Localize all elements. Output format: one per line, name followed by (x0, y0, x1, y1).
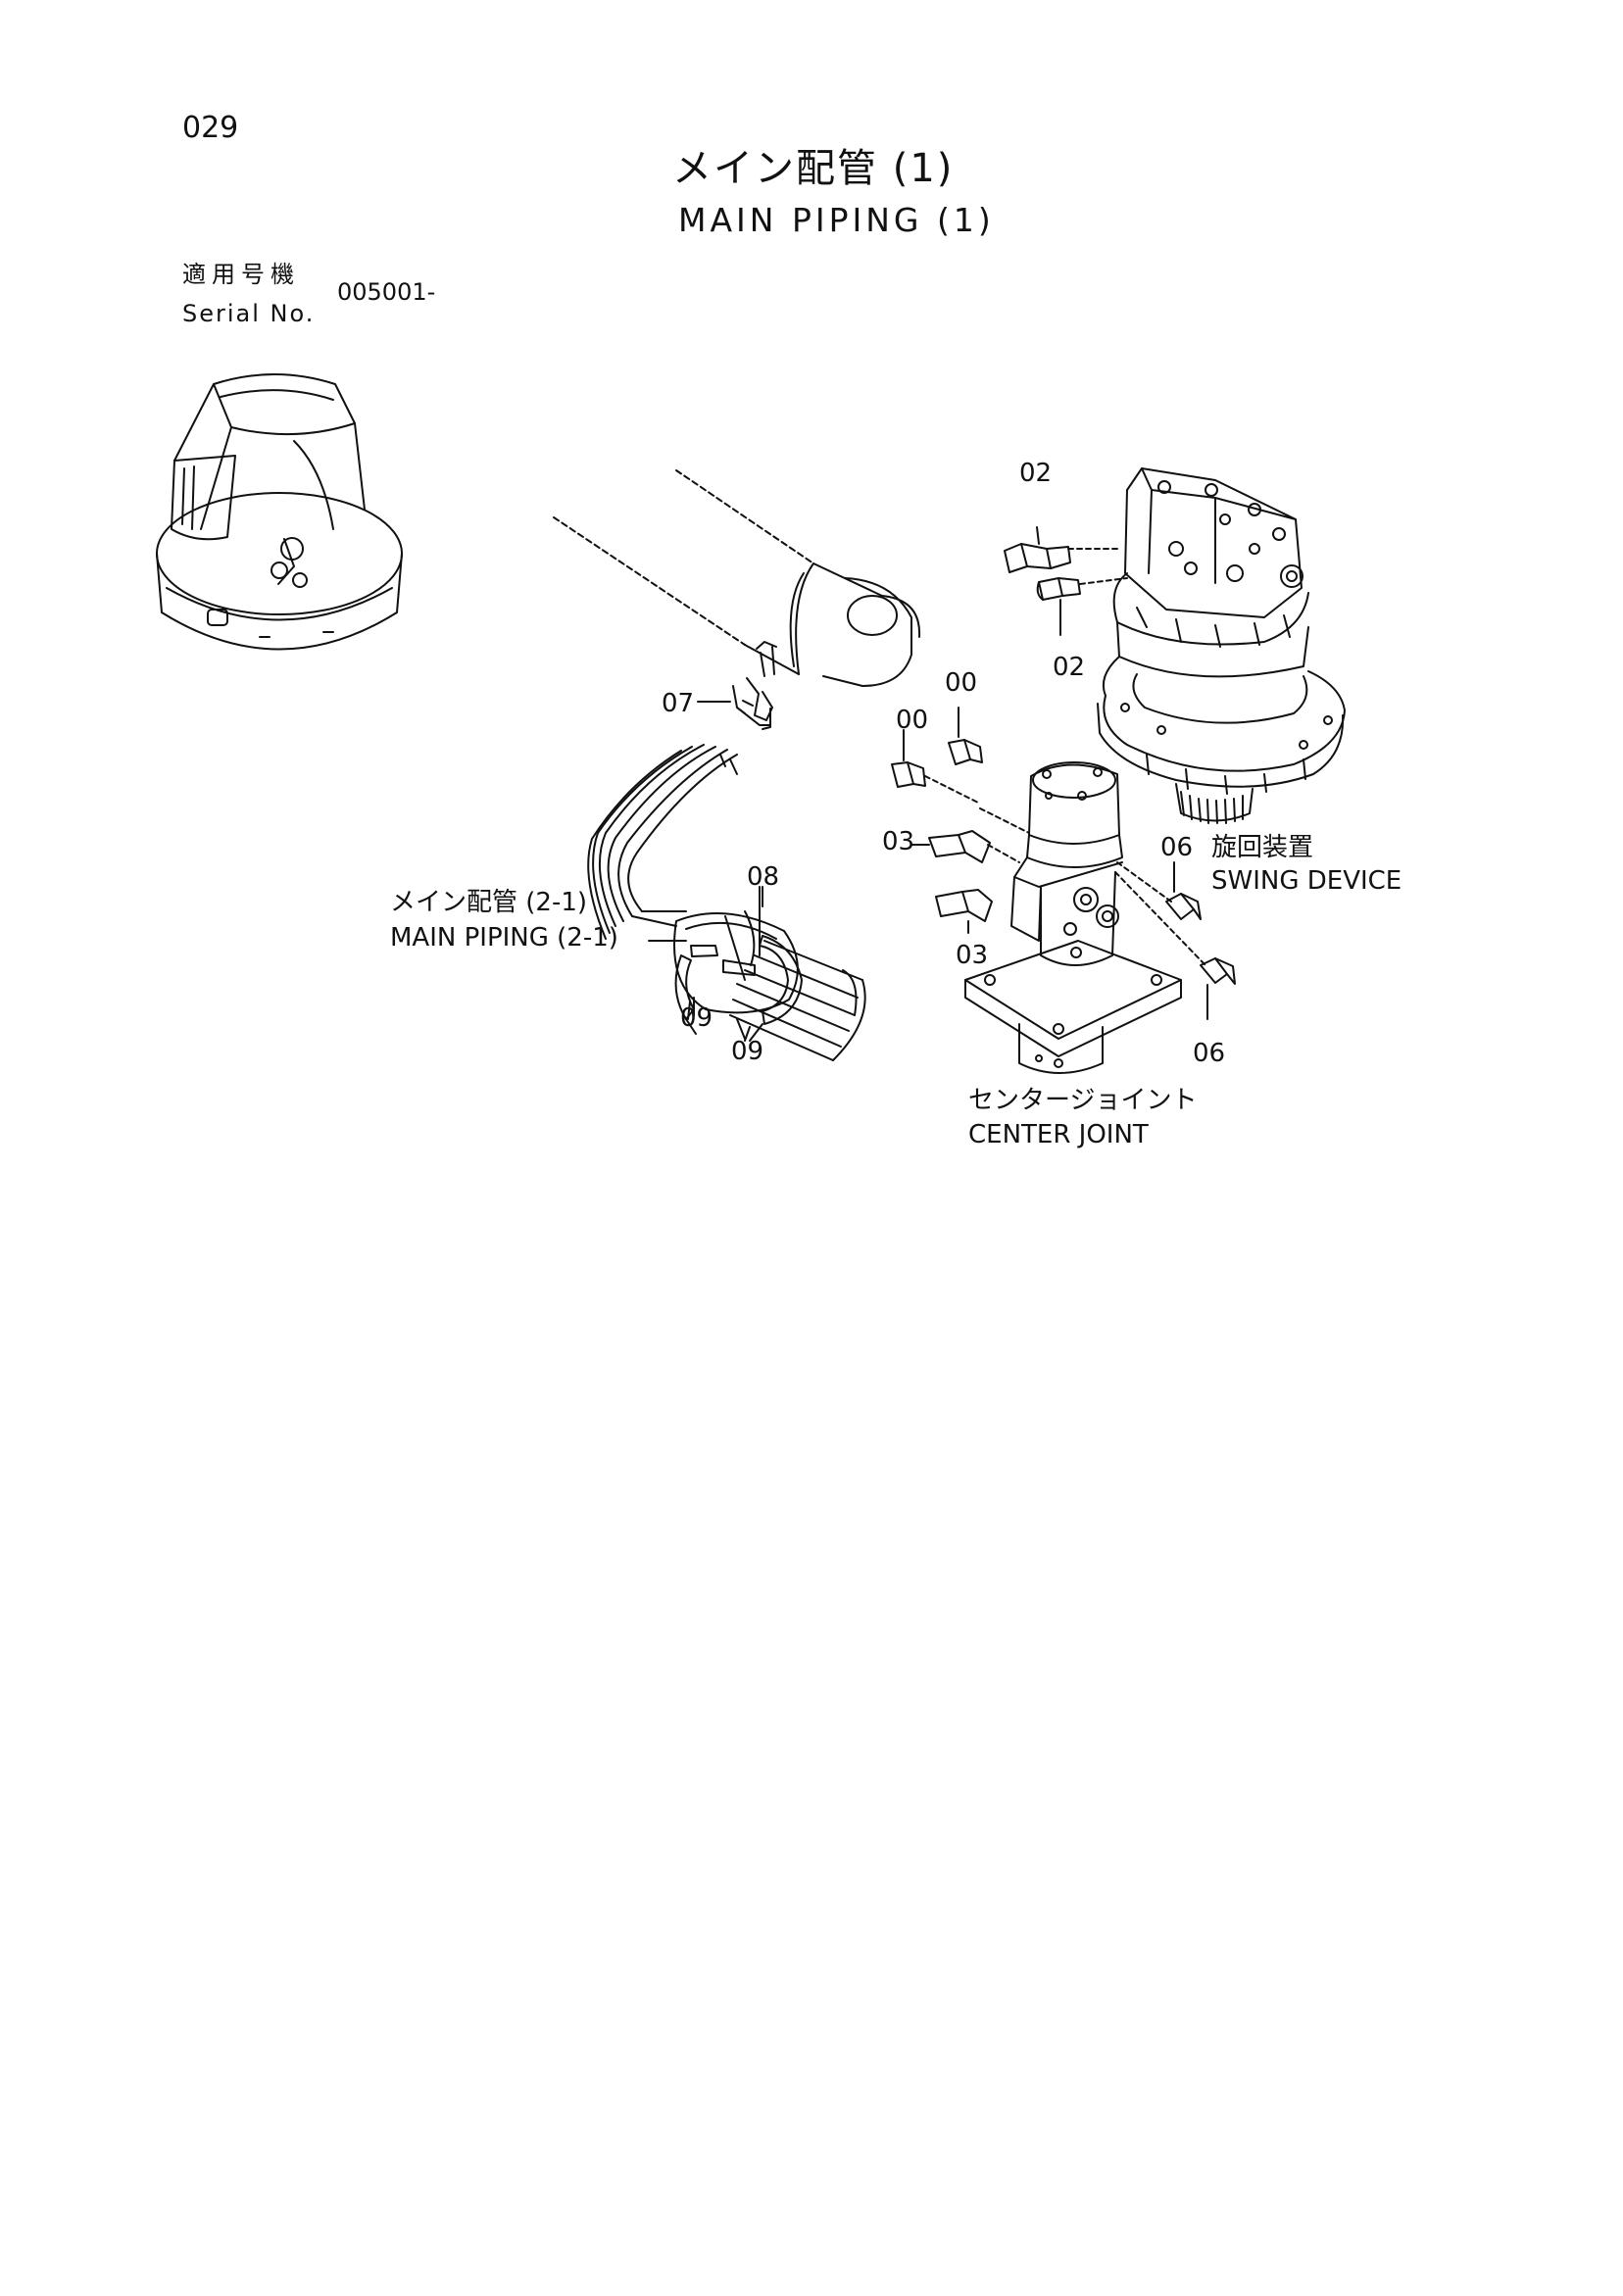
serial-label-japanese: 適用号機 (182, 261, 300, 288)
fitting-02-lower (1038, 578, 1127, 635)
machine-overview-illustration (157, 374, 402, 650)
elbow-fitting-07 (706, 678, 772, 729)
swing-device-label-english: SWING DEVICE (1211, 866, 1402, 896)
callout-09-left: 09 (680, 1003, 713, 1033)
fitting-06-upper (1166, 862, 1201, 919)
center-joint-label-japanese: センタージョイント (968, 1086, 1198, 1115)
callout-00-right: 00 (945, 668, 978, 698)
page-title-japanese: メイン配管 (1) (672, 146, 955, 191)
callout-03-lower: 03 (956, 941, 989, 970)
fitting-06-lower (1201, 958, 1235, 1019)
fitting-03-upper (911, 831, 1019, 862)
fitting-00-left (892, 730, 980, 804)
hose-bundle (588, 745, 864, 1060)
page-title-english: MAIN PIPING (1) (678, 201, 995, 239)
callout-08: 08 (747, 862, 780, 892)
callout-06-lower: 06 (1193, 1039, 1226, 1068)
callout-02-lower: 02 (1053, 653, 1086, 682)
clamp-band-09-right (737, 936, 802, 1041)
fitting-00-right (949, 708, 982, 764)
serial-number-value: 005001- (337, 278, 436, 306)
callout-03-upper: 03 (882, 827, 915, 856)
leader-lines (649, 702, 762, 1041)
callout-00-left: 00 (896, 706, 929, 735)
serial-label-english: Serial No. (182, 300, 316, 327)
fitting-03-lower (936, 890, 992, 933)
fitting-02-upper (1005, 527, 1117, 572)
callout-07: 07 (662, 689, 695, 718)
callout-06-upper: 06 (1160, 833, 1194, 862)
boom-cylinder (554, 470, 919, 686)
main-piping-sub-label-english: MAIN PIPING (2-1) (390, 923, 618, 953)
center-joint (965, 762, 1205, 1073)
swing-device (1098, 468, 1345, 823)
hose-clamp-08 (674, 887, 798, 1012)
swing-device-label-japanese: 旋回装置 (1211, 833, 1314, 862)
main-piping-sub-label-japanese: メイン配管 (2-1) (390, 888, 588, 917)
page-number: 029 (182, 111, 239, 145)
center-joint-label-english: CENTER JOINT (968, 1120, 1149, 1149)
callout-02-upper: 02 (1019, 459, 1053, 488)
callout-09-right: 09 (731, 1037, 764, 1066)
clamp-band-09-left (676, 955, 696, 1034)
